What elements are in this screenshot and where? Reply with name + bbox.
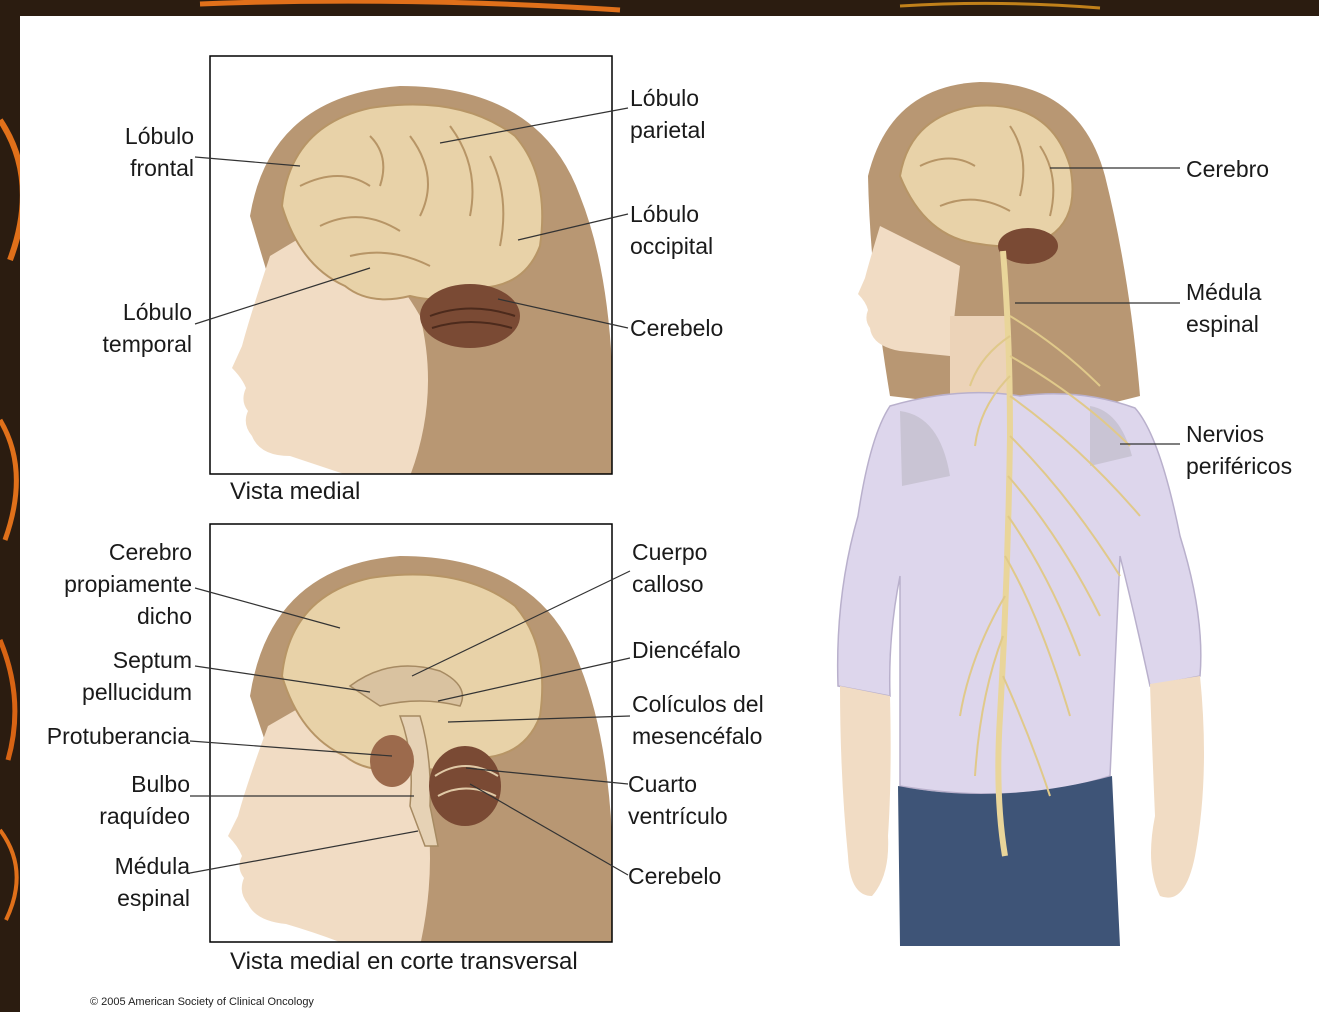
illustration-panel: Lóbulo frontal Lóbulo parietal Lóbulo oc… <box>20 16 1319 1012</box>
label-protuberancia: Protuberancia <box>30 720 190 752</box>
caption-vista-medial: Vista medial <box>230 478 360 506</box>
copyright-notice: © 2005 American Society of Clinical Onco… <box>90 996 314 1008</box>
label-septum-pellucidum: Septum pellucidum <box>60 644 192 708</box>
top-illustration <box>195 56 628 476</box>
label-cerebelo-bottom: Cerebelo <box>628 860 721 892</box>
label-medula-espinal-body: Médula espinal <box>1186 276 1261 340</box>
caption-vista-medial-corte: Vista medial en corte transversal <box>230 948 578 976</box>
label-cerebro-body: Cerebro <box>1186 153 1269 185</box>
bottom-illustration <box>190 524 630 946</box>
label-coliculos-mesencefalo: Colículos del mesencéfalo <box>632 688 764 752</box>
label-cuerpo-calloso: Cuerpo calloso <box>632 536 707 600</box>
label-lobulo-frontal: Lóbulo frontal <box>100 120 194 184</box>
label-lobulo-parietal: Lóbulo parietal <box>630 82 705 146</box>
body-illustration <box>838 82 1204 946</box>
label-bulbo-raquideo: Bulbo raquídeo <box>70 768 190 832</box>
label-nervios-perifericos: Nervios periféricos <box>1186 418 1292 482</box>
label-medula-espinal-bottom: Médula espinal <box>70 850 190 914</box>
label-cuarto-ventriculo: Cuarto ventrículo <box>628 768 728 832</box>
label-lobulo-occipital: Lóbulo occipital <box>630 198 713 262</box>
label-diencefalo: Diencéfalo <box>632 634 741 666</box>
label-lobulo-temporal: Lóbulo temporal <box>80 296 192 360</box>
label-cerebelo-top: Cerebelo <box>630 312 723 344</box>
label-cerebro-propiamente-dicho: Cerebro propiamente dicho <box>50 536 192 632</box>
